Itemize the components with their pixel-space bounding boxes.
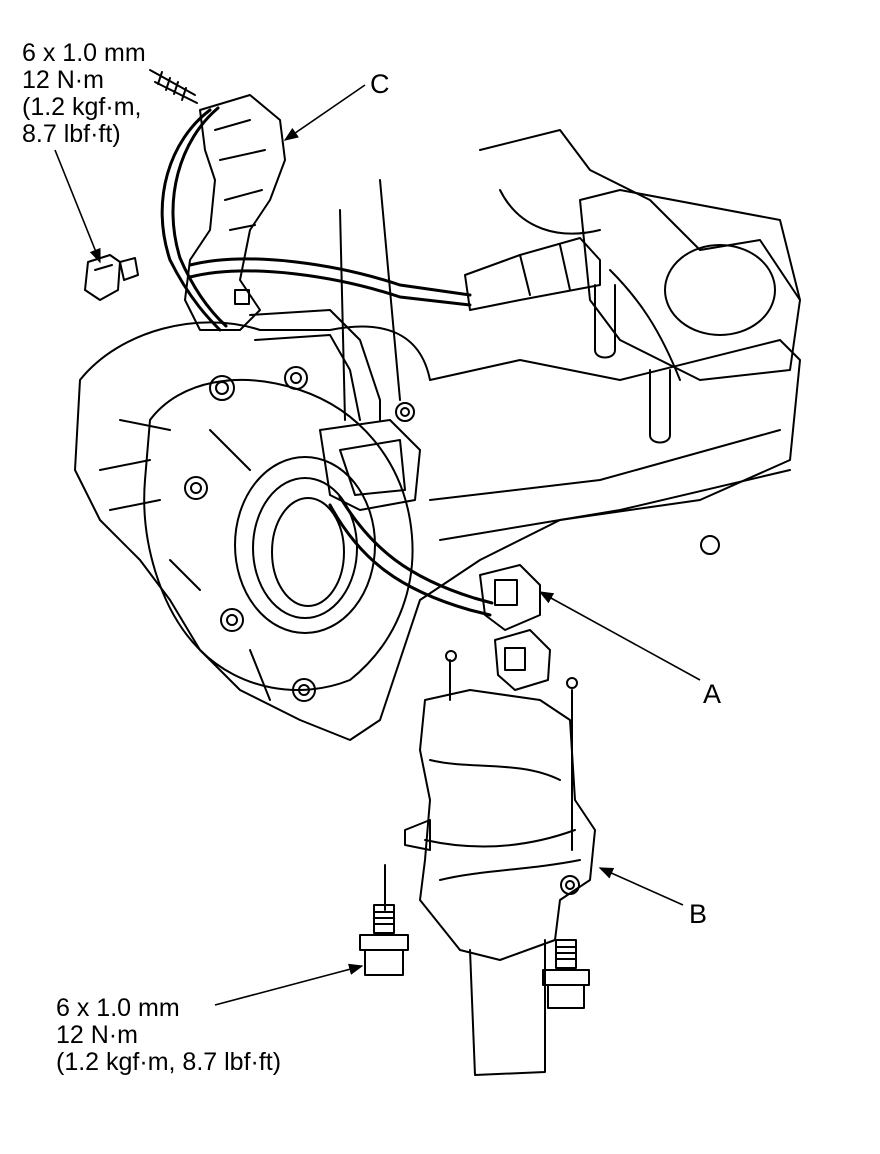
top-bolt-spec: 6 x 1.0 mm 12 N·m (1.2 kgf·m, 8.7 lbf·ft…	[22, 40, 146, 148]
leader-b	[598, 867, 684, 906]
bottom-bolt-left-drawing	[359, 904, 409, 976]
output-seal-inner	[271, 497, 345, 607]
bottom-bolts-size: 6 x 1.0 mm	[56, 994, 180, 1022]
heat-shield-b	[419, 689, 596, 961]
bottom-bolts-spec: 6 x 1.0 mm 12 N·m (1.2 kgf·m, 8.7 lbf·ft…	[56, 995, 281, 1076]
leader-bottom-bolts	[214, 963, 364, 1006]
harness-upper	[160, 108, 222, 332]
output-seal-mid	[252, 477, 358, 619]
top-bolt-lbf: 8.7 lbf·ft)	[22, 120, 121, 148]
output-seal-outer	[234, 456, 376, 634]
callout-b: B	[689, 899, 708, 929]
callout-a: A	[703, 679, 722, 709]
leader-c	[283, 84, 366, 141]
top-bolt-torque: 12 N·m	[22, 66, 104, 94]
top-bolt-drawing	[84, 69, 198, 301]
transmission-case	[74, 321, 801, 741]
case-flange	[143, 379, 414, 691]
harness-lower	[328, 503, 492, 617]
exhaust-pipe	[469, 939, 546, 1076]
harness-bracket	[319, 419, 421, 511]
bottom-bolt-right-drawing	[542, 939, 590, 1009]
leader-a	[538, 591, 701, 681]
bottom-bolts-torque: 12 N·m	[56, 1021, 138, 1049]
harness-cross	[188, 257, 472, 297]
top-bolt-size: 6 x 1.0 mm	[22, 39, 146, 67]
top-bolt-kgf: (1.2 kgf·m,	[22, 93, 142, 121]
sensor-c-body	[184, 94, 286, 331]
connector-a	[479, 564, 541, 631]
bottom-bolts-kgf: (1.2 kgf·m, 8.7 lbf·ft)	[56, 1048, 282, 1076]
leader-top-bolt	[54, 149, 101, 264]
callout-c: C	[370, 69, 390, 99]
